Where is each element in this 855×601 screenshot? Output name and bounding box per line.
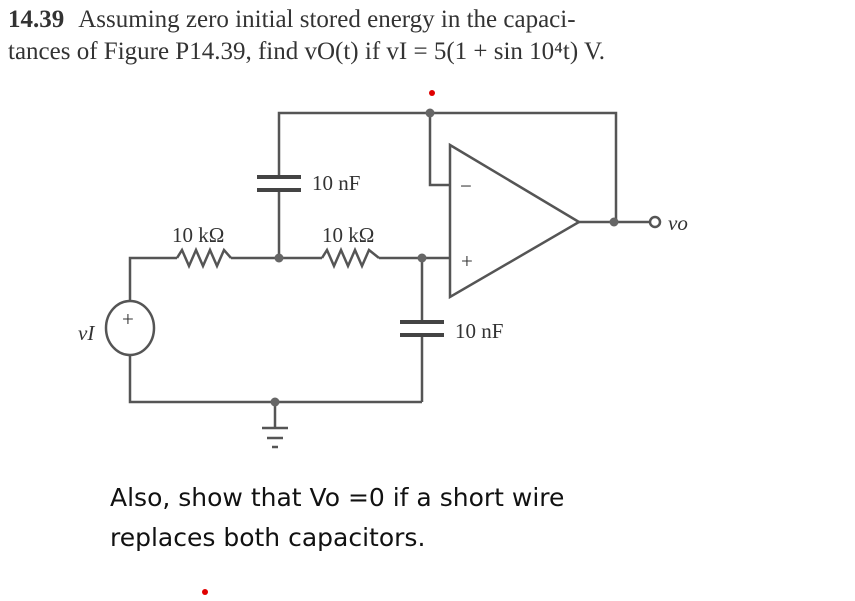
opamp-minus-label: − (460, 174, 472, 198)
source-plus: + (122, 307, 134, 331)
additional-note: Also, show that Vo =0 if a short wire re… (110, 478, 564, 558)
problem-statement: 14.39 Assuming zero initial stored energy… (8, 4, 605, 68)
output-label: vo (668, 211, 688, 235)
r1-label: 10 kΩ (172, 223, 224, 247)
red-marker-dot (429, 90, 435, 96)
note-line-2: replaces both capacitors. (110, 523, 426, 552)
voltage-source (104, 299, 156, 357)
source-label: vI (78, 321, 95, 345)
resistor-1 (175, 246, 232, 270)
junction-dots (270, 108, 619, 407)
ground-icon (262, 426, 288, 449)
r2-label: 10 kΩ (322, 223, 374, 247)
c2-label: 10 nF (455, 319, 503, 343)
problem-line-2: tances of Figure P14.39, find vO(t) if v… (8, 38, 606, 65)
note-line-1: Also, show that Vo =0 if a short wire (110, 483, 565, 512)
minus-input-wire (428, 113, 450, 187)
feedback-wire (277, 111, 618, 222)
c1-label: 10 nF (312, 171, 360, 195)
output-terminal (648, 215, 662, 229)
problem-line-1: Assuming zero initial stored energy in t… (78, 6, 576, 33)
opamp-triangle (448, 142, 582, 300)
problem-number: 14.39 (8, 6, 65, 33)
resistor-2 (320, 246, 380, 270)
red-marker-dot (202, 589, 208, 595)
opamp-plus-label: + (461, 249, 473, 273)
